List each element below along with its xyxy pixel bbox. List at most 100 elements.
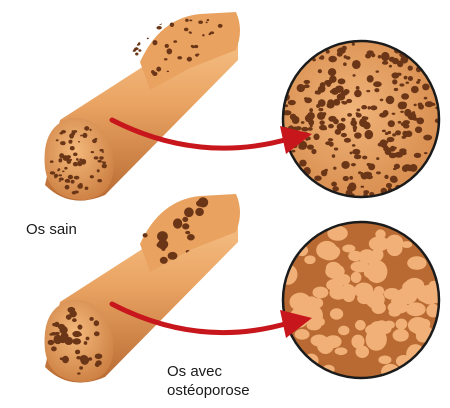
- pore: [378, 55, 382, 58]
- pore: [398, 121, 402, 124]
- magnified-osteoporotic: [279, 222, 447, 379]
- pore: [308, 119, 314, 125]
- pore: [173, 218, 182, 228]
- pore: [50, 171, 55, 174]
- pore: [187, 234, 195, 240]
- pore: [318, 69, 322, 73]
- pore: [386, 96, 395, 104]
- pore: [84, 126, 89, 131]
- pore: [99, 149, 103, 152]
- pore: [319, 57, 323, 60]
- pore: [334, 148, 338, 151]
- pore: [351, 163, 356, 166]
- pore: [354, 154, 361, 159]
- pore: [392, 79, 397, 84]
- pore: [90, 175, 94, 178]
- pore: [67, 155, 70, 158]
- pore: [337, 93, 345, 100]
- pore: [408, 66, 413, 71]
- pore: [396, 319, 408, 330]
- pore: [96, 360, 102, 365]
- pore: [400, 111, 404, 113]
- pore: [78, 161, 80, 163]
- magnified-healthy: [280, 41, 441, 197]
- pore: [423, 135, 432, 141]
- pore: [325, 264, 344, 279]
- pore: [59, 174, 62, 176]
- pore: [51, 332, 57, 336]
- pore: [431, 103, 435, 106]
- pore: [151, 70, 155, 74]
- pore: [388, 131, 392, 134]
- pore: [416, 117, 424, 124]
- pore: [384, 175, 388, 179]
- pore: [376, 171, 381, 174]
- pore: [382, 130, 386, 133]
- pore: [165, 44, 169, 48]
- pore: [340, 284, 356, 300]
- pore: [394, 88, 398, 91]
- pore: [182, 223, 189, 229]
- pore: [341, 118, 346, 122]
- pore: [404, 123, 408, 126]
- pore: [198, 21, 203, 24]
- pore: [352, 42, 355, 45]
- pore: [341, 133, 347, 137]
- pore: [373, 81, 382, 87]
- pore: [361, 105, 367, 109]
- pore: [338, 78, 346, 84]
- pore: [135, 53, 138, 56]
- pore: [290, 114, 296, 120]
- pore: [97, 169, 100, 172]
- pore: [418, 104, 424, 110]
- pore: [304, 80, 311, 84]
- pore: [393, 168, 397, 170]
- pore: [391, 72, 399, 78]
- pore: [80, 355, 88, 363]
- pore: [325, 141, 332, 145]
- pore: [54, 322, 59, 327]
- pore: [328, 56, 336, 63]
- pore: [307, 112, 315, 120]
- pore: [79, 366, 83, 369]
- pore: [406, 302, 426, 316]
- pore: [393, 329, 409, 342]
- pore: [374, 286, 384, 296]
- osteoporotic-label-line1: Os avec: [167, 362, 250, 381]
- pore: [160, 18, 163, 21]
- pore: [289, 293, 311, 311]
- pore: [401, 241, 412, 248]
- pore: [76, 158, 79, 161]
- pore: [54, 341, 57, 343]
- pore: [365, 117, 369, 120]
- pore: [102, 164, 107, 169]
- pore: [352, 74, 355, 77]
- pore: [380, 99, 384, 102]
- pore: [298, 145, 306, 150]
- pore: [68, 175, 73, 180]
- pore: [70, 146, 75, 150]
- pore: [301, 127, 308, 132]
- pore: [187, 57, 192, 62]
- pore: [77, 372, 81, 374]
- pore: [399, 148, 407, 153]
- pore: [356, 113, 362, 118]
- pore: [144, 23, 149, 27]
- pore: [77, 333, 82, 336]
- pore: [94, 331, 100, 336]
- pore: [424, 97, 428, 100]
- pore: [390, 176, 398, 183]
- pore: [90, 129, 92, 131]
- pore: [380, 139, 388, 147]
- pore: [402, 165, 409, 172]
- pore: [157, 22, 162, 25]
- pore: [307, 321, 322, 330]
- pore: [102, 162, 106, 164]
- pore: [77, 324, 82, 329]
- pore: [51, 346, 57, 351]
- pore: [375, 70, 379, 72]
- pore: [156, 67, 161, 72]
- pore: [167, 71, 170, 73]
- pore: [94, 320, 99, 326]
- pore: [48, 340, 55, 345]
